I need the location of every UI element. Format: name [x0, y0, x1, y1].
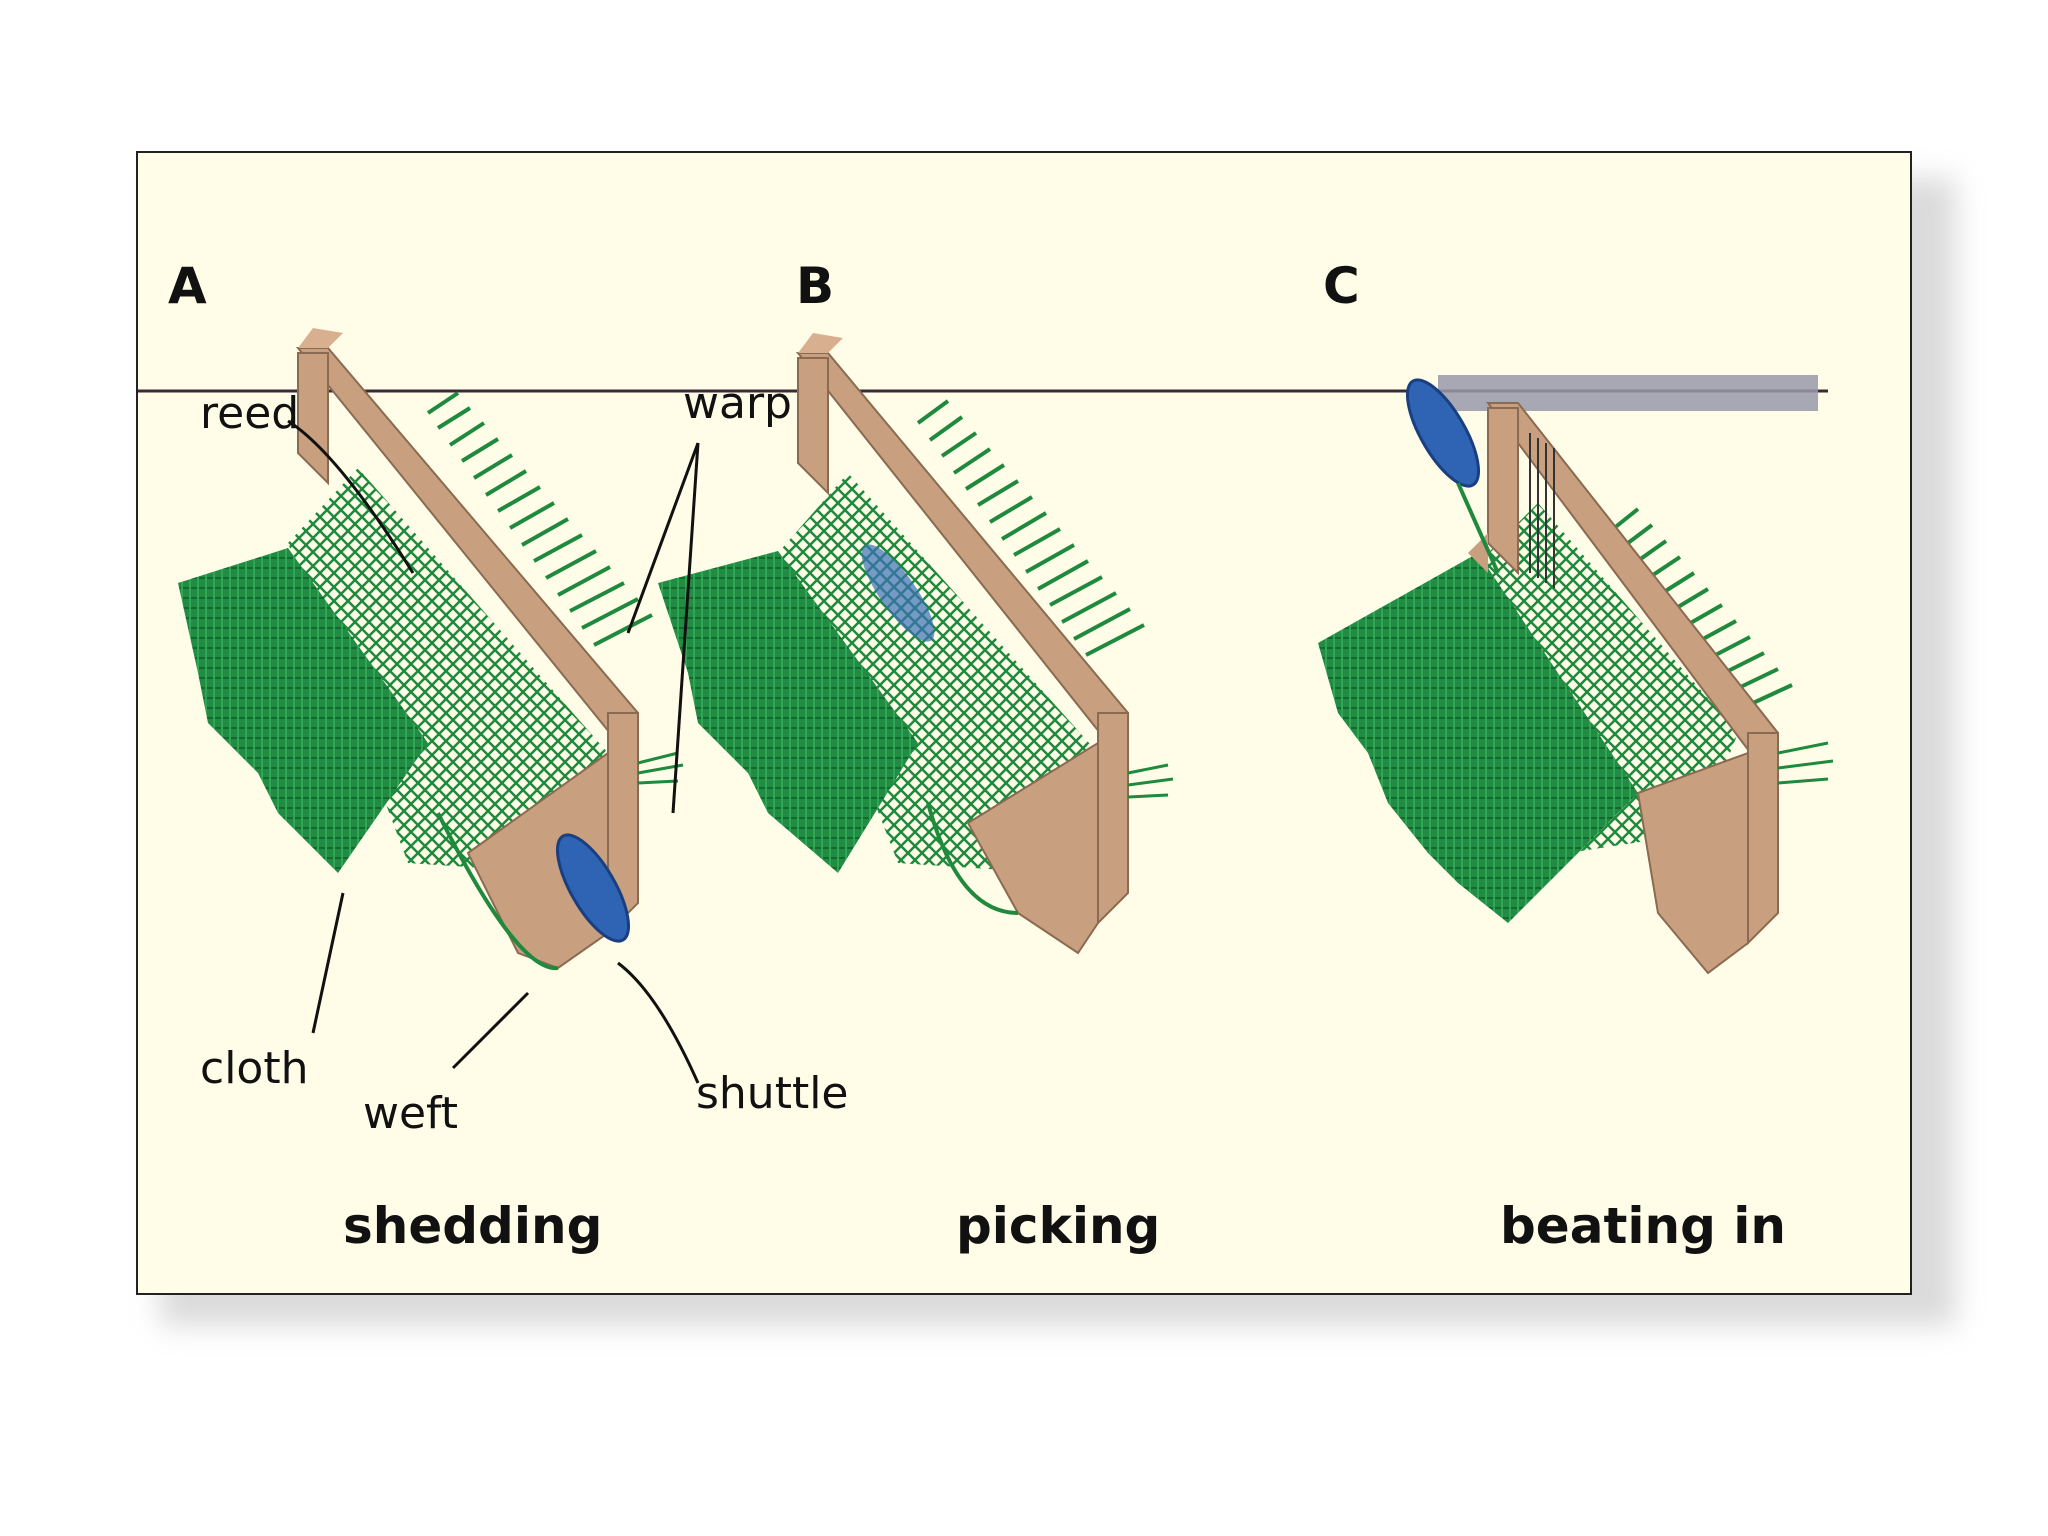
cloth-label: cloth	[200, 1043, 308, 1094]
panel-letter-b: B	[796, 257, 834, 315]
caption-shedding: shedding	[343, 1197, 602, 1255]
weft-thread	[926, 802, 1019, 915]
weft-thread	[1456, 482, 1500, 574]
race-board	[966, 741, 1099, 955]
panel-c-beating-in	[1318, 375, 1834, 975]
shuttle-leader	[617, 961, 700, 1084]
callout-leaders	[287, 419, 700, 1084]
reed-label: reed	[200, 388, 299, 439]
cloth-leader	[311, 892, 345, 1034]
warp-threads-front	[1777, 741, 1834, 785]
caption-picking: picking	[956, 1197, 1160, 1255]
shuttle	[555, 833, 631, 943]
shuttle-label: shuttle	[696, 1068, 849, 1119]
shuttle	[861, 544, 935, 642]
reed-leader	[287, 419, 415, 574]
reed-frame-side	[1747, 732, 1779, 946]
warp-leader-2	[671, 442, 700, 814]
cloth	[1318, 553, 1638, 923]
weft-thread	[436, 812, 559, 971]
race-board	[1636, 751, 1749, 975]
panel-letter-a: A	[168, 257, 207, 315]
weaving-diagram: A B C reed warp cloth weft shuttle shedd…	[138, 257, 1834, 1255]
weaving-diagram-figure: A B C reed warp cloth weft shuttle shedd…	[136, 151, 1912, 1295]
warp-threads-back	[916, 399, 1145, 657]
warp-threads-front	[1127, 763, 1174, 799]
panel-a-shedding	[178, 328, 684, 971]
shuttle	[1405, 378, 1481, 488]
cloth	[178, 548, 428, 873]
weft-label: weft	[363, 1088, 458, 1139]
reed-dents	[1529, 433, 1555, 588]
reed-frame-side	[1097, 712, 1129, 926]
panel-b-picking	[658, 333, 1174, 955]
warp-shed	[288, 468, 608, 873]
panel-letter-c: C	[1323, 257, 1360, 315]
warp-label: warp	[683, 378, 792, 429]
caption-beating-in: beating in	[1500, 1197, 1786, 1255]
cloth	[658, 551, 918, 873]
weft-leader	[451, 991, 530, 1070]
warp-shed	[1468, 503, 1738, 853]
warp-threads-back	[426, 391, 653, 647]
warp-shed	[778, 473, 1098, 873]
warp-leader-1	[626, 442, 700, 634]
